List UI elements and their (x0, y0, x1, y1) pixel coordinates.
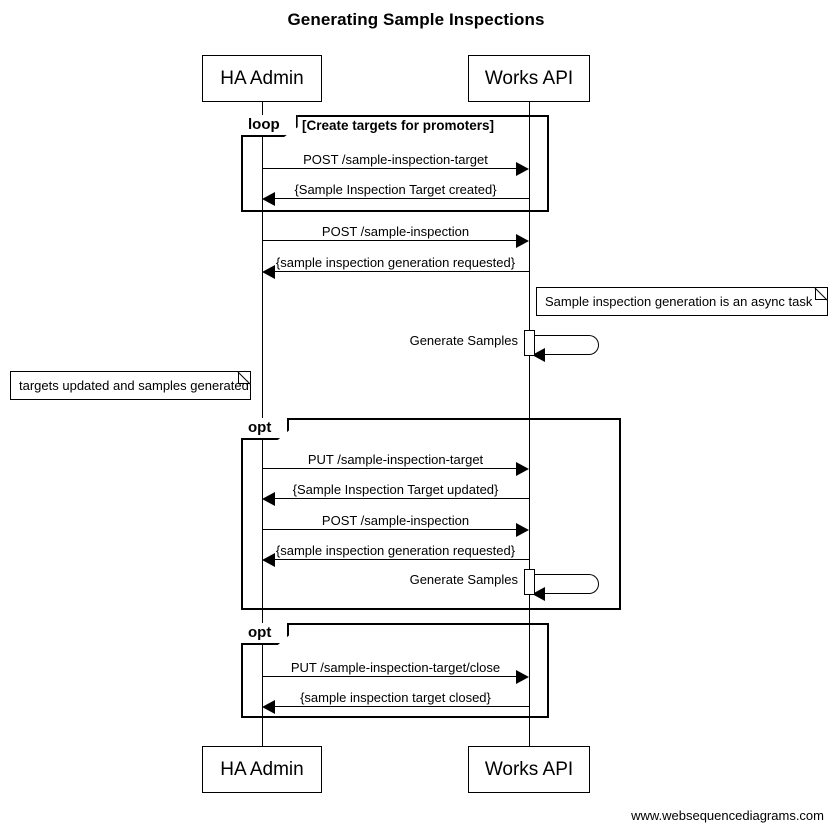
message-arrowhead-m7 (262, 491, 275, 506)
message-arrowhead-m11 (516, 669, 529, 684)
fragment-opt-close-target: opt (241, 623, 549, 718)
message-line-m7 (275, 498, 529, 499)
fragment-opt-update-targets: opt (241, 418, 621, 610)
message-line-m9 (275, 559, 529, 560)
message-label-m8: POST /sample-inspection (321, 513, 470, 528)
participant-label: Works API (484, 68, 574, 89)
message-line-m2 (275, 198, 529, 199)
message-arrowhead-m1 (516, 161, 529, 176)
message-label-m3: POST /sample-inspection (321, 224, 470, 239)
message-arrowhead-m4 (262, 264, 275, 279)
participant-box-ha-admin-top[interactable]: HA Admin (202, 55, 322, 102)
fragment-condition-loop: [Create targets for promoters] (302, 118, 495, 133)
note-text: targets updated and samples generated (19, 377, 249, 393)
message-arrowhead-m2 (262, 191, 275, 206)
message-label-m5: Generate Samples (409, 333, 518, 348)
message-arrowhead-m6 (516, 461, 529, 476)
fragment-keyword-opt-2: opt (241, 623, 290, 645)
message-line-m8 (262, 529, 516, 530)
message-line-m3 (262, 240, 516, 241)
message-label-m12: {sample inspection target closed} (300, 690, 491, 705)
message-label-m6: PUT /sample-inspection-target (307, 452, 484, 467)
fragment-keyword-opt-1: opt (241, 418, 290, 440)
participant-label: HA Admin (220, 68, 304, 89)
message-label-m7: {Sample Inspection Target updated} (292, 482, 499, 497)
message-arrowhead-m12 (262, 699, 275, 714)
note-text: Sample inspection generation is an async… (545, 293, 813, 309)
lifeline-works-api (529, 102, 530, 746)
fragment-keyword-loop: loop (241, 115, 298, 137)
note-fold-line-icon (237, 371, 251, 385)
self-message-loop-m5 (535, 335, 599, 355)
message-label-m4: {sample inspection generation requested} (275, 255, 516, 270)
note-async-task: Sample inspection generation is an async… (536, 287, 828, 316)
note-fold-line-icon (814, 287, 828, 301)
participant-box-works-api-bottom[interactable]: Works API (468, 746, 590, 793)
note-targets-updated: targets updated and samples generated (10, 371, 251, 400)
message-arrowhead-m5 (532, 348, 545, 362)
message-label-m2: {Sample Inspection Target created} (294, 182, 497, 197)
self-message-loop-m10 (535, 574, 599, 594)
message-line-m6 (262, 468, 516, 469)
message-arrowhead-m8 (516, 522, 529, 537)
footer-watermark: www.websequencediagrams.com (631, 808, 824, 823)
message-label-m10: Generate Samples (409, 572, 518, 587)
participant-box-works-api-top[interactable]: Works API (468, 55, 590, 102)
message-arrowhead-m9 (262, 552, 275, 567)
activation-bar-m5 (524, 330, 535, 356)
message-arrowhead-m3 (516, 233, 529, 248)
message-label-m1: POST /sample-inspection-target (303, 152, 488, 167)
diagram-title: Generating Sample Inspections (287, 10, 545, 29)
message-label-m11: PUT /sample-inspection-target/close (290, 660, 501, 675)
message-line-m12 (275, 706, 529, 707)
participant-label: Works API (484, 759, 574, 780)
participant-box-ha-admin-bottom[interactable]: HA Admin (202, 746, 322, 793)
message-line-m4 (275, 271, 529, 272)
message-line-m11 (262, 676, 516, 677)
message-line-m1 (262, 168, 516, 169)
activation-bar-m10 (524, 569, 535, 595)
message-label-m9: {sample inspection generation requested} (275, 543, 516, 558)
participant-label: HA Admin (220, 759, 304, 780)
message-arrowhead-m10 (532, 587, 545, 601)
fragment-loop-create-targets: loop (241, 115, 549, 212)
